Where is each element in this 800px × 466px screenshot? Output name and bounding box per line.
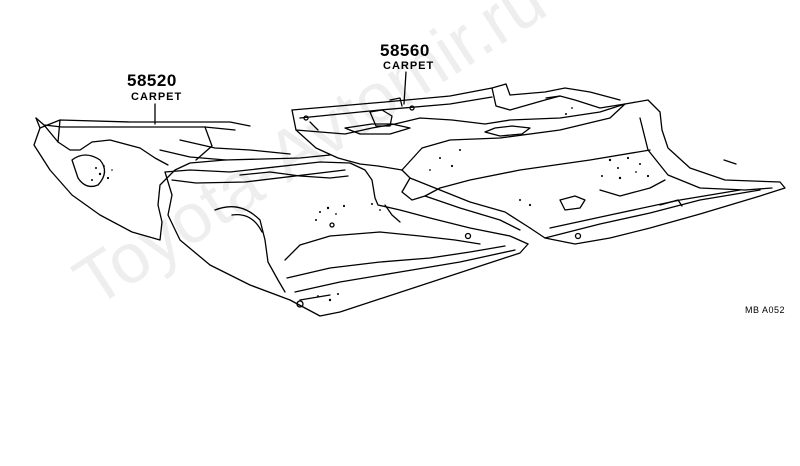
front-carpet-right-section — [164, 161, 529, 317]
carpet-texture — [91, 107, 650, 302]
callout-front-part-number: 58520 — [127, 71, 177, 90]
figure-code: MB A052 — [745, 305, 786, 315]
callout-front-part-name: CARPET — [131, 91, 183, 103]
leader-line-rear — [403, 71, 407, 105]
front-carpet-left-section — [33, 117, 331, 241]
callout-rear-part-number: 58560 — [380, 41, 430, 60]
rear-carpet — [291, 83, 786, 245]
callout-rear-part-name: CARPET — [383, 60, 435, 72]
